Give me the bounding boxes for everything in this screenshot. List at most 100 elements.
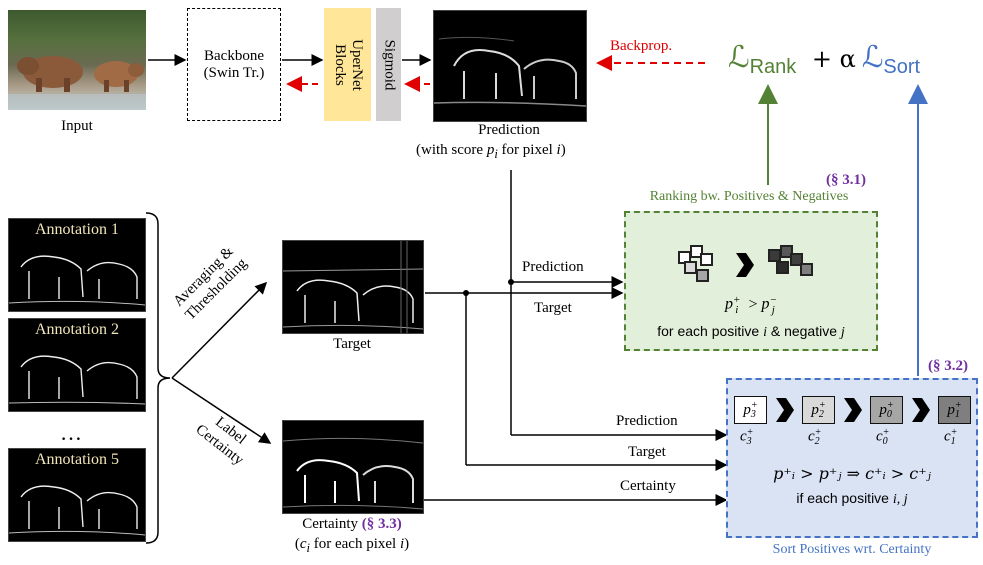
input-image — [8, 10, 146, 110]
rank-box-title: Ranking bw. Positives & Negatives — [649, 189, 849, 204]
certainty-sub-idx: i — [399, 536, 405, 552]
positive-square — [700, 253, 713, 266]
p-var: p — [811, 401, 819, 418]
c-sub: 3 — [746, 436, 752, 447]
p-sup: + — [750, 400, 758, 411]
certainty-caption-text: Certainty — [302, 516, 362, 532]
p-sup: + — [818, 400, 826, 411]
rank-caption-j: j — [840, 325, 845, 340]
certainty-var: c+3 — [740, 427, 754, 447]
p-sub: 0 — [886, 409, 892, 420]
input-label: Input — [61, 118, 93, 134]
loss-sort-symbol: ℒ — [861, 40, 884, 75]
sorted-positive-box: p+1 — [938, 396, 971, 424]
rank-formula-lhs-sup: + — [733, 294, 741, 306]
annotation-image: Annotation 5 — [8, 448, 146, 542]
rank-formula-lhs-sub: i — [735, 304, 739, 316]
rank-formula: p+i >p−j — [626, 294, 876, 316]
arrow-label-prediction: Prediction — [616, 413, 678, 429]
annotation-ellipsis: … — [60, 420, 82, 445]
arrow-label-target: Target — [628, 444, 666, 460]
sorted-positive-box: p+3 — [734, 396, 767, 424]
certainty-caption: Certainty (§ 3.3) — [262, 516, 442, 533]
negative-square — [800, 263, 813, 276]
rank-formula-op: > — [748, 295, 758, 313]
certainty-var: c+1 — [944, 427, 958, 447]
annotation-title: Annotation 2 — [35, 321, 119, 338]
certainty-section-ref: (§ 3.3) — [361, 516, 402, 532]
sort-formula: p⁺ᵢ > p⁺ⱼ ⇒ c⁺ᵢ > c⁺ⱼ — [773, 464, 931, 483]
certainty-var: c+2 — [808, 427, 822, 447]
certainty-sub-var: c — [299, 536, 307, 552]
target-image — [282, 240, 424, 334]
p-var: p — [743, 401, 751, 418]
sigmoid-label: Sigmoid — [381, 39, 397, 90]
negative-square — [776, 261, 789, 274]
backprop-label: Backprop. — [610, 38, 673, 54]
backbone-sublabel: (Swin Tr.) — [203, 64, 265, 81]
backbone-block: Backbone (Swin Tr.) — [187, 8, 281, 121]
loss-rank-symbol: ℒ — [728, 40, 750, 75]
prediction-image — [433, 10, 587, 122]
loss-plus-alpha: + α — [811, 45, 856, 73]
certainty-sub-end: ) — [404, 536, 410, 552]
c-var: c — [740, 428, 747, 445]
annotation-image: Annotation 2 — [8, 318, 146, 412]
prediction-caption-prefix: (with score — [416, 142, 487, 158]
p-sup: + — [886, 400, 894, 411]
sort-box: p+3 p+2 p+0 p+1 c+3 c+2 c+0 c+1 p⁺ᵢ > p⁺… — [726, 378, 978, 538]
prediction-caption: (with score pi for pixel i) — [416, 142, 566, 162]
certainty-sub-suffix: for each pixel — [310, 536, 400, 552]
positive-square — [684, 261, 697, 274]
negative-square — [790, 253, 803, 266]
certainty-sub-sub: i — [306, 541, 310, 555]
sort-caption-vars: i, j — [892, 492, 908, 507]
prediction-caption-suffix: for pixel — [497, 142, 557, 158]
rank-caption-prefix: for each positive — [657, 323, 764, 339]
chevron-right-icon — [736, 253, 754, 277]
backbone-label: Backbone — [204, 47, 264, 64]
chevron-right-icon — [912, 398, 930, 422]
chevron-right-icon — [776, 398, 794, 422]
rank-section-ref: (§ 3.1) — [826, 172, 866, 188]
rank-caption-mid: & negative — [766, 323, 841, 339]
upernet-label: UperNet — [348, 38, 365, 91]
c-sub: 2 — [814, 436, 820, 447]
p-sub: 3 — [750, 409, 756, 420]
c-sub: 1 — [950, 436, 956, 447]
arrow-label-prediction: Prediction — [522, 259, 584, 275]
c-sup: + — [950, 427, 958, 438]
c-sup: + — [882, 427, 890, 438]
c-sup: + — [814, 427, 822, 438]
sort-box-title: Sort Positives wrt. Certainty — [772, 542, 932, 557]
upernet-sublabel: Blocks — [331, 43, 348, 86]
rank-caption: for each positive i & negative j — [626, 323, 876, 341]
positive-square — [690, 245, 703, 258]
certainty-var: c+0 — [876, 427, 890, 447]
annotation-title: Annotation 5 — [35, 451, 119, 468]
rank-box: p+i >p−j for each positive i & negative … — [624, 211, 878, 351]
rank-formula-rhs-sup: − — [769, 294, 777, 306]
prediction-caption-idx: i — [556, 142, 561, 158]
prediction-caption-end: ) — [560, 142, 566, 158]
upernet-block: UperNet Blocks — [324, 8, 371, 121]
rank-formula-rhs: p — [761, 295, 770, 313]
sort-caption: if each positive i, j — [728, 490, 976, 508]
certainty-subcaption: (ci for each pixel i) — [262, 536, 442, 556]
negative-square — [780, 245, 793, 258]
p-var: p — [947, 401, 955, 418]
p-sup: + — [954, 400, 962, 411]
chevron-right-icon — [844, 398, 862, 422]
sigmoid-block: Sigmoid — [376, 8, 401, 121]
prediction-caption-var: p — [486, 142, 495, 158]
c-sup: + — [746, 427, 754, 438]
positive-square — [696, 269, 709, 282]
rank-caption-i: i — [763, 325, 767, 340]
rank-formula-lhs: p — [725, 295, 734, 313]
annotation-title: Annotation 1 — [35, 221, 119, 238]
p-var: p — [879, 401, 887, 418]
c-sub: 0 — [882, 436, 888, 447]
target-label: Target — [333, 336, 371, 352]
